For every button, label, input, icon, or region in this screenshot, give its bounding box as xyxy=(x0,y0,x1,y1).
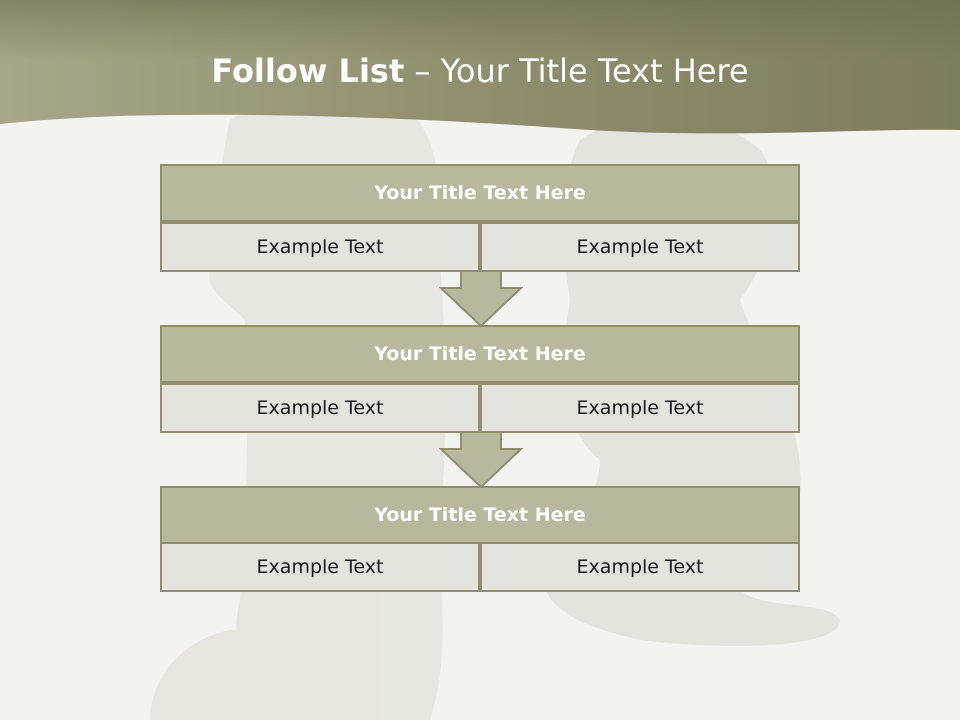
block-title: Your Title Text Here xyxy=(160,164,800,222)
down-arrow-icon xyxy=(439,431,523,489)
block-title: Your Title Text Here xyxy=(160,325,800,383)
title-bold: Follow List xyxy=(211,52,405,90)
block-cell-left: Example Text xyxy=(160,542,480,592)
down-arrow-icon xyxy=(439,270,523,328)
page-title: Follow List – Your Title Text Here xyxy=(0,52,960,90)
block-cell-left: Example Text xyxy=(160,383,480,433)
block-cell-left: Example Text xyxy=(160,222,480,272)
title-rest: – Your Title Text Here xyxy=(404,52,749,90)
block-cell-right: Example Text xyxy=(480,383,800,433)
block-cell-right: Example Text xyxy=(480,542,800,592)
block-title: Your Title Text Here xyxy=(160,486,800,544)
block-cell-right: Example Text xyxy=(480,222,800,272)
